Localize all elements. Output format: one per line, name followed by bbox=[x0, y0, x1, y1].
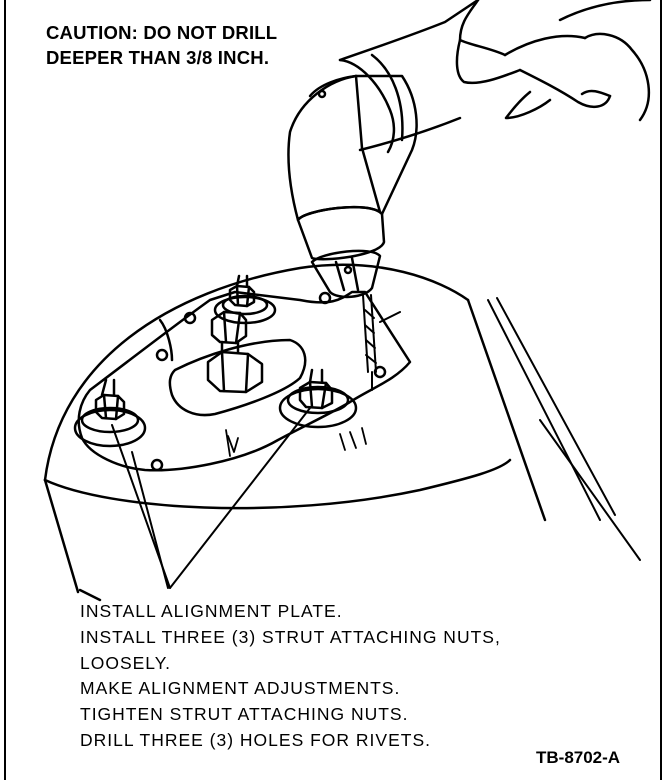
instruction-line: MAKE ALIGNMENT ADJUSTMENTS. bbox=[80, 678, 401, 699]
instruction-line: DRILL THREE (3) HOLES FOR RIVETS. bbox=[80, 729, 431, 750]
strut-tower bbox=[43, 263, 547, 602]
caution-line-1: CAUTION: DO NOT DRILL bbox=[46, 22, 278, 43]
surface-marks bbox=[225, 427, 367, 457]
instruction-line: INSTALL THREE (3) STRUT ATTACHING NUTS, bbox=[80, 626, 501, 647]
fender-edge-lines bbox=[487, 297, 641, 561]
strut-nuts bbox=[94, 274, 334, 421]
caution-note: CAUTION: DO NOT DRILL DEEPER THAN 3/8 IN… bbox=[46, 20, 277, 70]
figure-reference: TB-8702-A bbox=[536, 748, 621, 767]
instruction-line: TIGHTEN STRUT ATTACHING NUTS. bbox=[80, 704, 409, 725]
drill-bit bbox=[362, 294, 401, 391]
frame-lines bbox=[4, 0, 662, 780]
drill-body bbox=[287, 74, 418, 299]
operator-hand bbox=[455, 0, 652, 122]
instruction-line: INSTALL ALIGNMENT PLATE. bbox=[80, 601, 343, 621]
caution-line-2: DEEPER THAN 3/8 INCH. bbox=[46, 47, 270, 68]
instruction-list: INSTALL ALIGNMENT PLATE. INSTALL THREE (… bbox=[80, 599, 501, 754]
instruction-line: LOOSELY. bbox=[80, 652, 172, 673]
leader-lines bbox=[111, 407, 311, 589]
drill-motor bbox=[338, 0, 480, 154]
